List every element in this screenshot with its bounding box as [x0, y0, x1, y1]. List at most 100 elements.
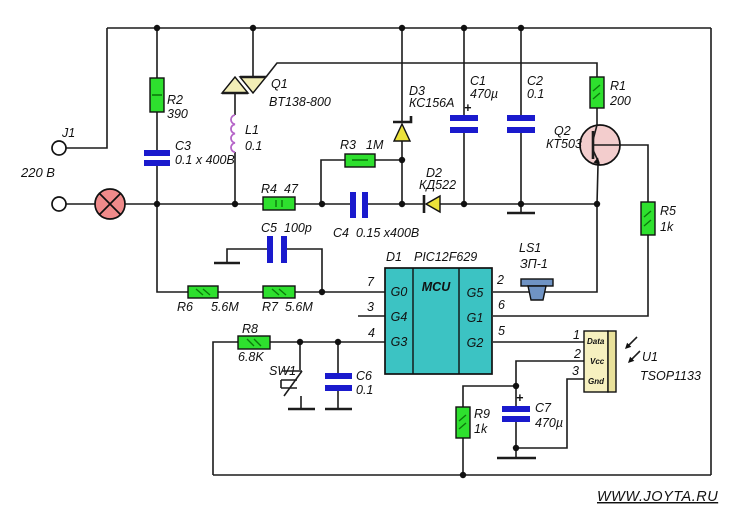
cap-value: 100p [284, 221, 312, 235]
buzzer-ls1: LS1 ЗП-1 [519, 241, 554, 301]
resistor-value: 5.6M [285, 300, 313, 314]
junction-dot [318, 200, 326, 208]
mcu-pin-name: G5 [467, 286, 484, 300]
cap-plate [325, 373, 352, 379]
cap-ref: C6 [356, 369, 372, 383]
resistor-ref: R9 [474, 407, 490, 421]
resistor-ref: R3 [340, 138, 356, 152]
resistor-r5: R5 1k [640, 201, 676, 236]
cap-value: 0.15 x400В [356, 226, 419, 240]
cap-value: 0.1 [356, 383, 373, 397]
diode-triangle [424, 194, 441, 214]
cap-ref: C4 [333, 226, 349, 240]
mcu-pic12f629: D1 PIC12F629 MCU G0 G4 G3 G5 G1 G2 7 3 4… [367, 250, 505, 375]
wire-q2-emitter [493, 164, 599, 293]
cap-plate [450, 115, 478, 121]
power-mark [275, 200, 283, 207]
capacitor-c2: C2 0.1 [507, 74, 544, 133]
wire-triac-gate [265, 62, 598, 78]
tsop-pin-number: 3 [572, 364, 579, 378]
sw1-blade [283, 370, 303, 397]
mcu-pin-number: 6 [498, 298, 505, 312]
wire-q2-base-r5 [620, 144, 649, 202]
resistor-r1: R1 200 [589, 76, 631, 109]
cap-value: 0.1 [527, 87, 544, 101]
resistor-ref: R5 [660, 204, 676, 218]
junction-dot [593, 200, 601, 208]
junction-dot [460, 24, 468, 32]
resistor-body [237, 335, 271, 350]
polarity-plus: + [516, 391, 524, 405]
resistor-value: 1k [660, 220, 674, 234]
diode-part: КС156А [409, 96, 454, 110]
mcu-ref: D1 [386, 250, 402, 264]
junction-dot [318, 288, 326, 296]
resistor-r7: R7 5.6M [262, 285, 313, 314]
resistor-ref: R7 [262, 300, 279, 314]
resistor-body [640, 201, 656, 236]
label-mains-voltage: 220 В [20, 165, 55, 180]
tsop-edge [607, 330, 617, 393]
mcu-dividers [412, 268, 460, 374]
wire-r5-to-g1 [493, 235, 649, 317]
resistor-ref: R1 [610, 79, 626, 93]
diode-part: КД522 [419, 178, 456, 192]
junction-dot [398, 24, 406, 32]
connector-j1: J1 220 В [20, 126, 75, 212]
resistor-value: 47 [284, 182, 299, 196]
resistor-r2: R2 390 [149, 77, 188, 121]
capacitor-c1: C1 470µ + [450, 74, 498, 133]
wire-c5-left-gnd [226, 248, 268, 262]
cap-plate [144, 160, 170, 166]
mcu-pin-number: 2 [496, 273, 504, 287]
cap-plate [267, 236, 273, 263]
site-watermark: WWW.JOYTA.RU [597, 489, 718, 505]
resistor-value: 1k [474, 422, 488, 436]
power-mark [195, 288, 211, 296]
cap-ref: C2 [527, 74, 543, 88]
junction-dot [512, 444, 520, 452]
cap-value: 0.1 x 400В [175, 153, 235, 167]
junction-dot [517, 24, 525, 32]
mcu-pin-name: G3 [391, 335, 408, 349]
cap-ref: C7 [535, 401, 552, 415]
junction-dot [231, 200, 239, 208]
cap-value: 470µ [470, 87, 498, 101]
cap-plate [450, 127, 478, 133]
wire-c5-right [287, 248, 323, 292]
triac-part: BT138-800 [269, 95, 331, 109]
junction-dot [296, 338, 304, 346]
triac-q1: Q1 BT138-800 [220, 75, 331, 109]
tsop-ref: U1 [642, 350, 658, 364]
cap-plate [144, 150, 170, 156]
resistor-body [187, 285, 219, 299]
resistor-body [262, 196, 296, 211]
mcu-pin-name: G0 [391, 285, 408, 299]
mcu-pin-name: G1 [467, 311, 484, 325]
capacitor-c5: C5 100p [261, 221, 312, 263]
switch-ref: SW1 [269, 364, 296, 378]
terminal-bottom [51, 196, 67, 212]
tsop-pin-name: Gnd [588, 377, 605, 386]
cap-plate [507, 115, 535, 121]
junction-dot [460, 200, 468, 208]
cap-plate [502, 406, 530, 412]
capacitor-c6: C6 0.1 [325, 369, 373, 397]
cap-plate [325, 385, 352, 391]
cap-plate [507, 127, 535, 133]
resistor-value: 200 [609, 94, 631, 108]
junction-dot [398, 200, 406, 208]
transistor-collector [592, 124, 598, 141]
junction-dot [459, 471, 467, 479]
buzzer-disc [520, 278, 554, 287]
junction-dot [512, 382, 520, 390]
resistor-r8: R8 6.8K [237, 322, 271, 364]
junction-dot [153, 200, 161, 208]
power-mark [643, 210, 652, 227]
resistor-value: 6.8K [238, 350, 264, 364]
tsop-body [583, 330, 609, 393]
power-mark [246, 338, 262, 347]
resistor-ref: R2 [167, 93, 183, 107]
mcu-part: PIC12F629 [414, 250, 477, 264]
tsop-pin-number: 1 [573, 328, 580, 342]
